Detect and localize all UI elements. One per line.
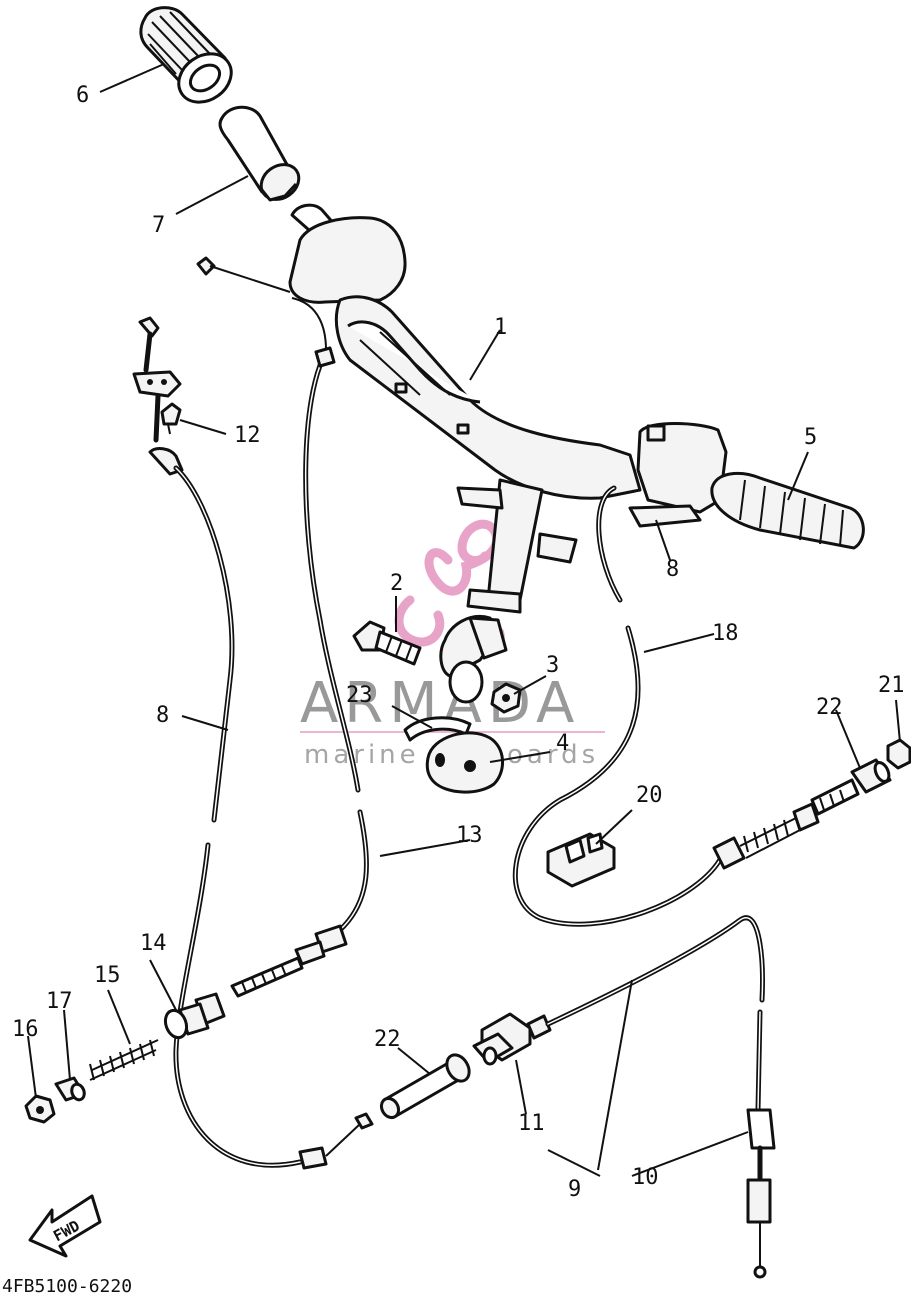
callout-20: 21	[878, 673, 905, 698]
callout-10: 10	[632, 1165, 659, 1190]
callout-19: 20	[636, 783, 663, 808]
callout-7: 7	[152, 213, 165, 238]
part-3-nut	[490, 682, 522, 714]
leader-lines	[27, 63, 901, 1177]
part-21-collar	[850, 758, 892, 794]
callouts: 6 7 1 5 12 8 2 18 3 21 23 22 8 4 20 13 1…	[12, 83, 905, 1202]
diagram-code: 4FB5100-6220	[2, 1276, 132, 1295]
part-7-throttle-tube	[218, 105, 301, 202]
callout-4: 4	[556, 731, 569, 756]
callout-1: 1	[494, 315, 507, 340]
callout-2: 2	[390, 571, 403, 596]
part-8-cable	[173, 465, 374, 1170]
part-13-cable	[230, 346, 369, 998]
callout-13: 13	[456, 823, 483, 848]
part-11-connector	[472, 1012, 552, 1066]
callout-21: 22	[816, 695, 843, 720]
callout-14: 14	[140, 931, 167, 956]
part-15-spring	[89, 1039, 159, 1081]
callout-18: 18	[712, 621, 739, 646]
part-18-cable	[512, 485, 725, 927]
part-19-clip	[546, 832, 616, 888]
part-1-handlebar	[288, 203, 642, 704]
part-4-holder	[425, 731, 504, 794]
cable-top-wire	[196, 256, 327, 351]
callout-22: 22	[374, 1027, 401, 1052]
callout-16: 16	[12, 1017, 39, 1042]
part-14-adjuster	[163, 992, 226, 1040]
callout-8-upper: 8	[666, 557, 679, 582]
callout-5: 5	[804, 425, 817, 450]
part-2-bolt	[352, 620, 422, 666]
cable-right-end	[712, 778, 860, 870]
part-20-nut	[886, 738, 911, 770]
fwd-arrow-icon: FWD	[28, 1194, 102, 1258]
part-22-rod	[379, 1053, 471, 1120]
part-5-grip	[628, 422, 865, 550]
callout-6: 6	[76, 83, 89, 108]
callout-3: 3	[546, 653, 559, 678]
part-10-cable-end	[746, 1108, 776, 1279]
callout-8: 8	[156, 703, 169, 728]
part-23-band	[403, 716, 472, 742]
callout-12: 12	[234, 423, 261, 448]
callout-15: 15	[94, 963, 121, 988]
callout-23: 23	[346, 683, 373, 708]
callout-9: 9	[568, 1177, 581, 1202]
part-17-collar	[54, 1076, 86, 1102]
part-9-cable	[545, 915, 765, 1113]
cable-top-left-end	[132, 316, 184, 476]
callout-17: 17	[46, 989, 73, 1014]
part-16-nut	[24, 1094, 56, 1124]
part-12-screw	[160, 402, 182, 435]
callout-11: 11	[518, 1111, 545, 1136]
part-6-grip	[139, 6, 233, 104]
